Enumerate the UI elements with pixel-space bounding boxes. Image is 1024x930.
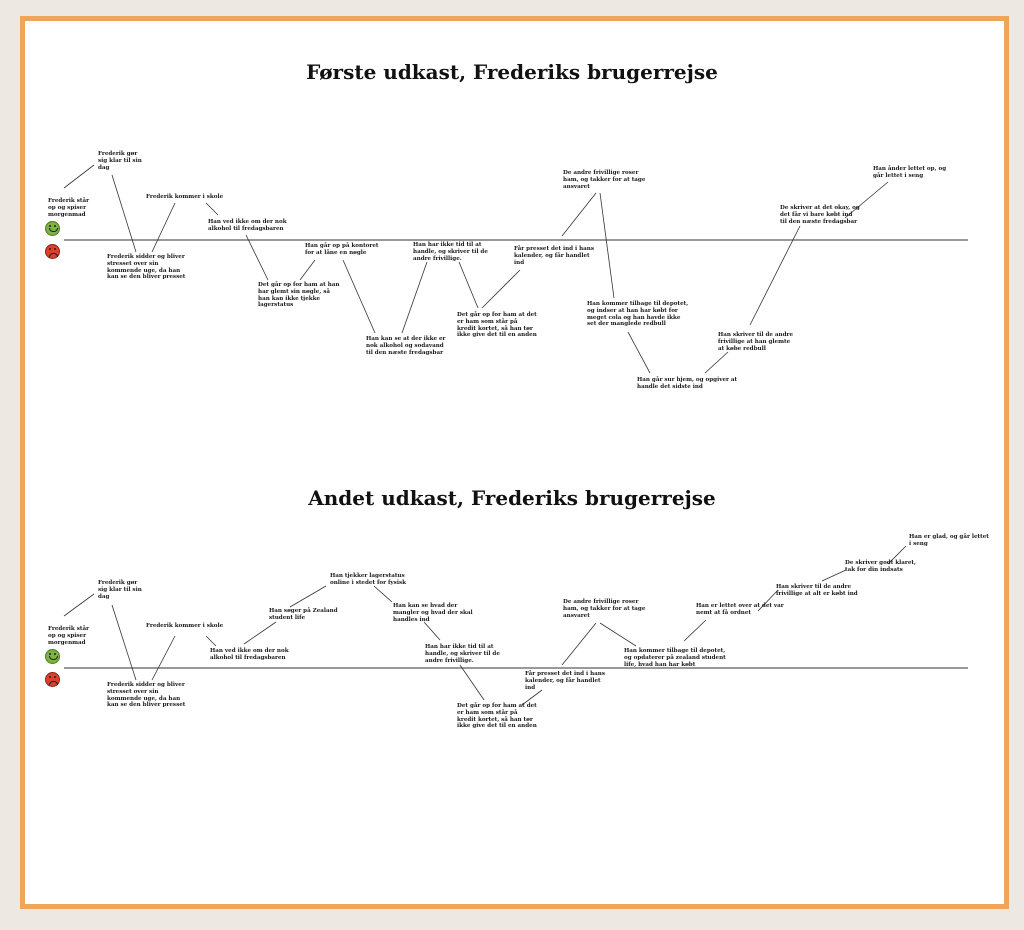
journey-2-note: Han er glad, og går lettet i seng bbox=[909, 534, 989, 547]
journey-1-connector bbox=[151, 202, 176, 253]
journey-2-connector bbox=[111, 604, 137, 681]
happy-face-icon bbox=[45, 221, 60, 236]
journey-2-note: De skriver godt klaret, tak for din inds… bbox=[845, 560, 916, 573]
sad-face-icon bbox=[45, 672, 60, 687]
journey-1-note: Han kan se at der ikke er nok alkohol og… bbox=[366, 336, 446, 356]
journey-1-connector bbox=[299, 259, 316, 281]
journey-2-connector bbox=[757, 589, 779, 612]
diagram-frame bbox=[20, 16, 1009, 909]
journey-1-note: Får presset det ind i hans kalender, og … bbox=[514, 246, 595, 266]
journey-2-connector bbox=[151, 635, 176, 681]
journey-2-connector bbox=[683, 619, 707, 642]
journey-2-title: Andet udkast, Frederiks brugerrejse bbox=[308, 486, 716, 510]
journey-2-connector bbox=[821, 569, 847, 582]
journey-1-connector bbox=[63, 164, 95, 189]
journey-2-note: Han kommer tilbage til depotet, og opdat… bbox=[624, 648, 726, 668]
journey-1-note: Han ved ikke om der nok alkohol til fred… bbox=[208, 219, 287, 232]
sad-face-icon bbox=[45, 244, 60, 259]
journey-2-connector bbox=[373, 585, 393, 603]
journey-2-note: Han skriver til de andre frivillige at a… bbox=[776, 584, 858, 597]
journey-1-connector bbox=[704, 351, 729, 374]
journey-2-note: Frederik står op og spiser morgenmad bbox=[48, 626, 90, 646]
journey-2-note: Det går op for ham at det er ham som stå… bbox=[457, 703, 537, 730]
journey-2-connector bbox=[63, 593, 95, 617]
journey-1-note: Han ånder lettet op, og går lettet i sen… bbox=[873, 166, 947, 179]
journey-1-note: Han kommer tilbage til depotet, og indse… bbox=[587, 301, 689, 328]
journey-1-connector bbox=[599, 192, 615, 299]
journey-2-note: Han har ikke tid til at handle, og skriv… bbox=[425, 644, 500, 664]
journey-2-connector bbox=[561, 622, 597, 666]
journey-2-note: Han ved ikke om der nok alkohol til fred… bbox=[210, 648, 289, 661]
journey-1-connector bbox=[342, 259, 376, 334]
journey-1-note: Det går op for ham at det er ham som stå… bbox=[457, 312, 537, 339]
happy-face-icon bbox=[45, 649, 60, 664]
journey-1-note: Frederik sidder og bliver stresset over … bbox=[107, 254, 186, 281]
journey-2-connector bbox=[289, 585, 327, 608]
journey-1-note: Han har ikke tid til at handle, og skriv… bbox=[413, 242, 488, 262]
journey-1-note: Det går op for ham at han har glemt sin … bbox=[258, 282, 340, 309]
journey-2-connector bbox=[887, 545, 907, 565]
journey-1-note: Han går sur hjem, og opgiver at handle d… bbox=[637, 377, 738, 390]
journey-2-connector bbox=[521, 689, 543, 706]
journey-2-note: Han kan se hvad der mangler og hvad der … bbox=[393, 603, 473, 623]
journey-1-connector bbox=[627, 331, 651, 374]
journey-1-connector bbox=[749, 225, 801, 326]
journey-1-note: Frederik gør sig klar til sin dag bbox=[98, 151, 142, 171]
journey-1-connector bbox=[205, 202, 219, 216]
journey-1-note: De andre frivillige roser ham, og takker… bbox=[563, 170, 646, 190]
journey-1-title: Første udkast, Frederiks brugerrejse bbox=[306, 60, 718, 84]
journey-2-connector bbox=[423, 621, 441, 641]
journey-2-note: Frederik sidder og bliver stresset over … bbox=[107, 682, 186, 709]
journey-2-connector bbox=[205, 635, 217, 647]
journey-1-connector bbox=[245, 234, 269, 281]
journey-2-note: Han tjekker lagerstatus online i stedet … bbox=[330, 573, 406, 586]
journey-1-connector bbox=[561, 192, 597, 237]
journey-2-note: De andre frivillige roser ham, og takker… bbox=[563, 599, 646, 619]
journey-1-connector bbox=[458, 261, 479, 309]
journey-2-note: Han søger på Zealand student life bbox=[269, 608, 338, 621]
journey-1-connector bbox=[401, 261, 428, 334]
journey-1-note: Frederik står op og spiser morgenmad bbox=[48, 198, 90, 218]
journey-2-connector bbox=[459, 664, 485, 701]
journey-2-connector bbox=[599, 622, 637, 647]
journey-1-connector bbox=[844, 181, 889, 219]
journey-1-note: Frederik kommer i skole bbox=[146, 194, 224, 200]
journey-2-note: Frederik kommer i skole bbox=[146, 623, 224, 629]
journey-1-note: Han går op på kontoret for at låne en nø… bbox=[305, 243, 379, 256]
journey-2-note: Han er lettet over at det var nemt at få… bbox=[696, 603, 784, 616]
journey-1-connector bbox=[481, 269, 521, 309]
journey-1-connector bbox=[111, 174, 137, 253]
journey-1-note: Han skriver til de andre frivillige at h… bbox=[718, 332, 794, 352]
journey-2-note: Frederik gør sig klar til sin dag bbox=[98, 580, 142, 600]
journey-2-note: Får presset det ind i hans kalender, og … bbox=[525, 671, 606, 691]
journey-1-note: De skriver at det okay, og det får vi ba… bbox=[780, 205, 860, 225]
journey-2-connector bbox=[243, 621, 277, 645]
